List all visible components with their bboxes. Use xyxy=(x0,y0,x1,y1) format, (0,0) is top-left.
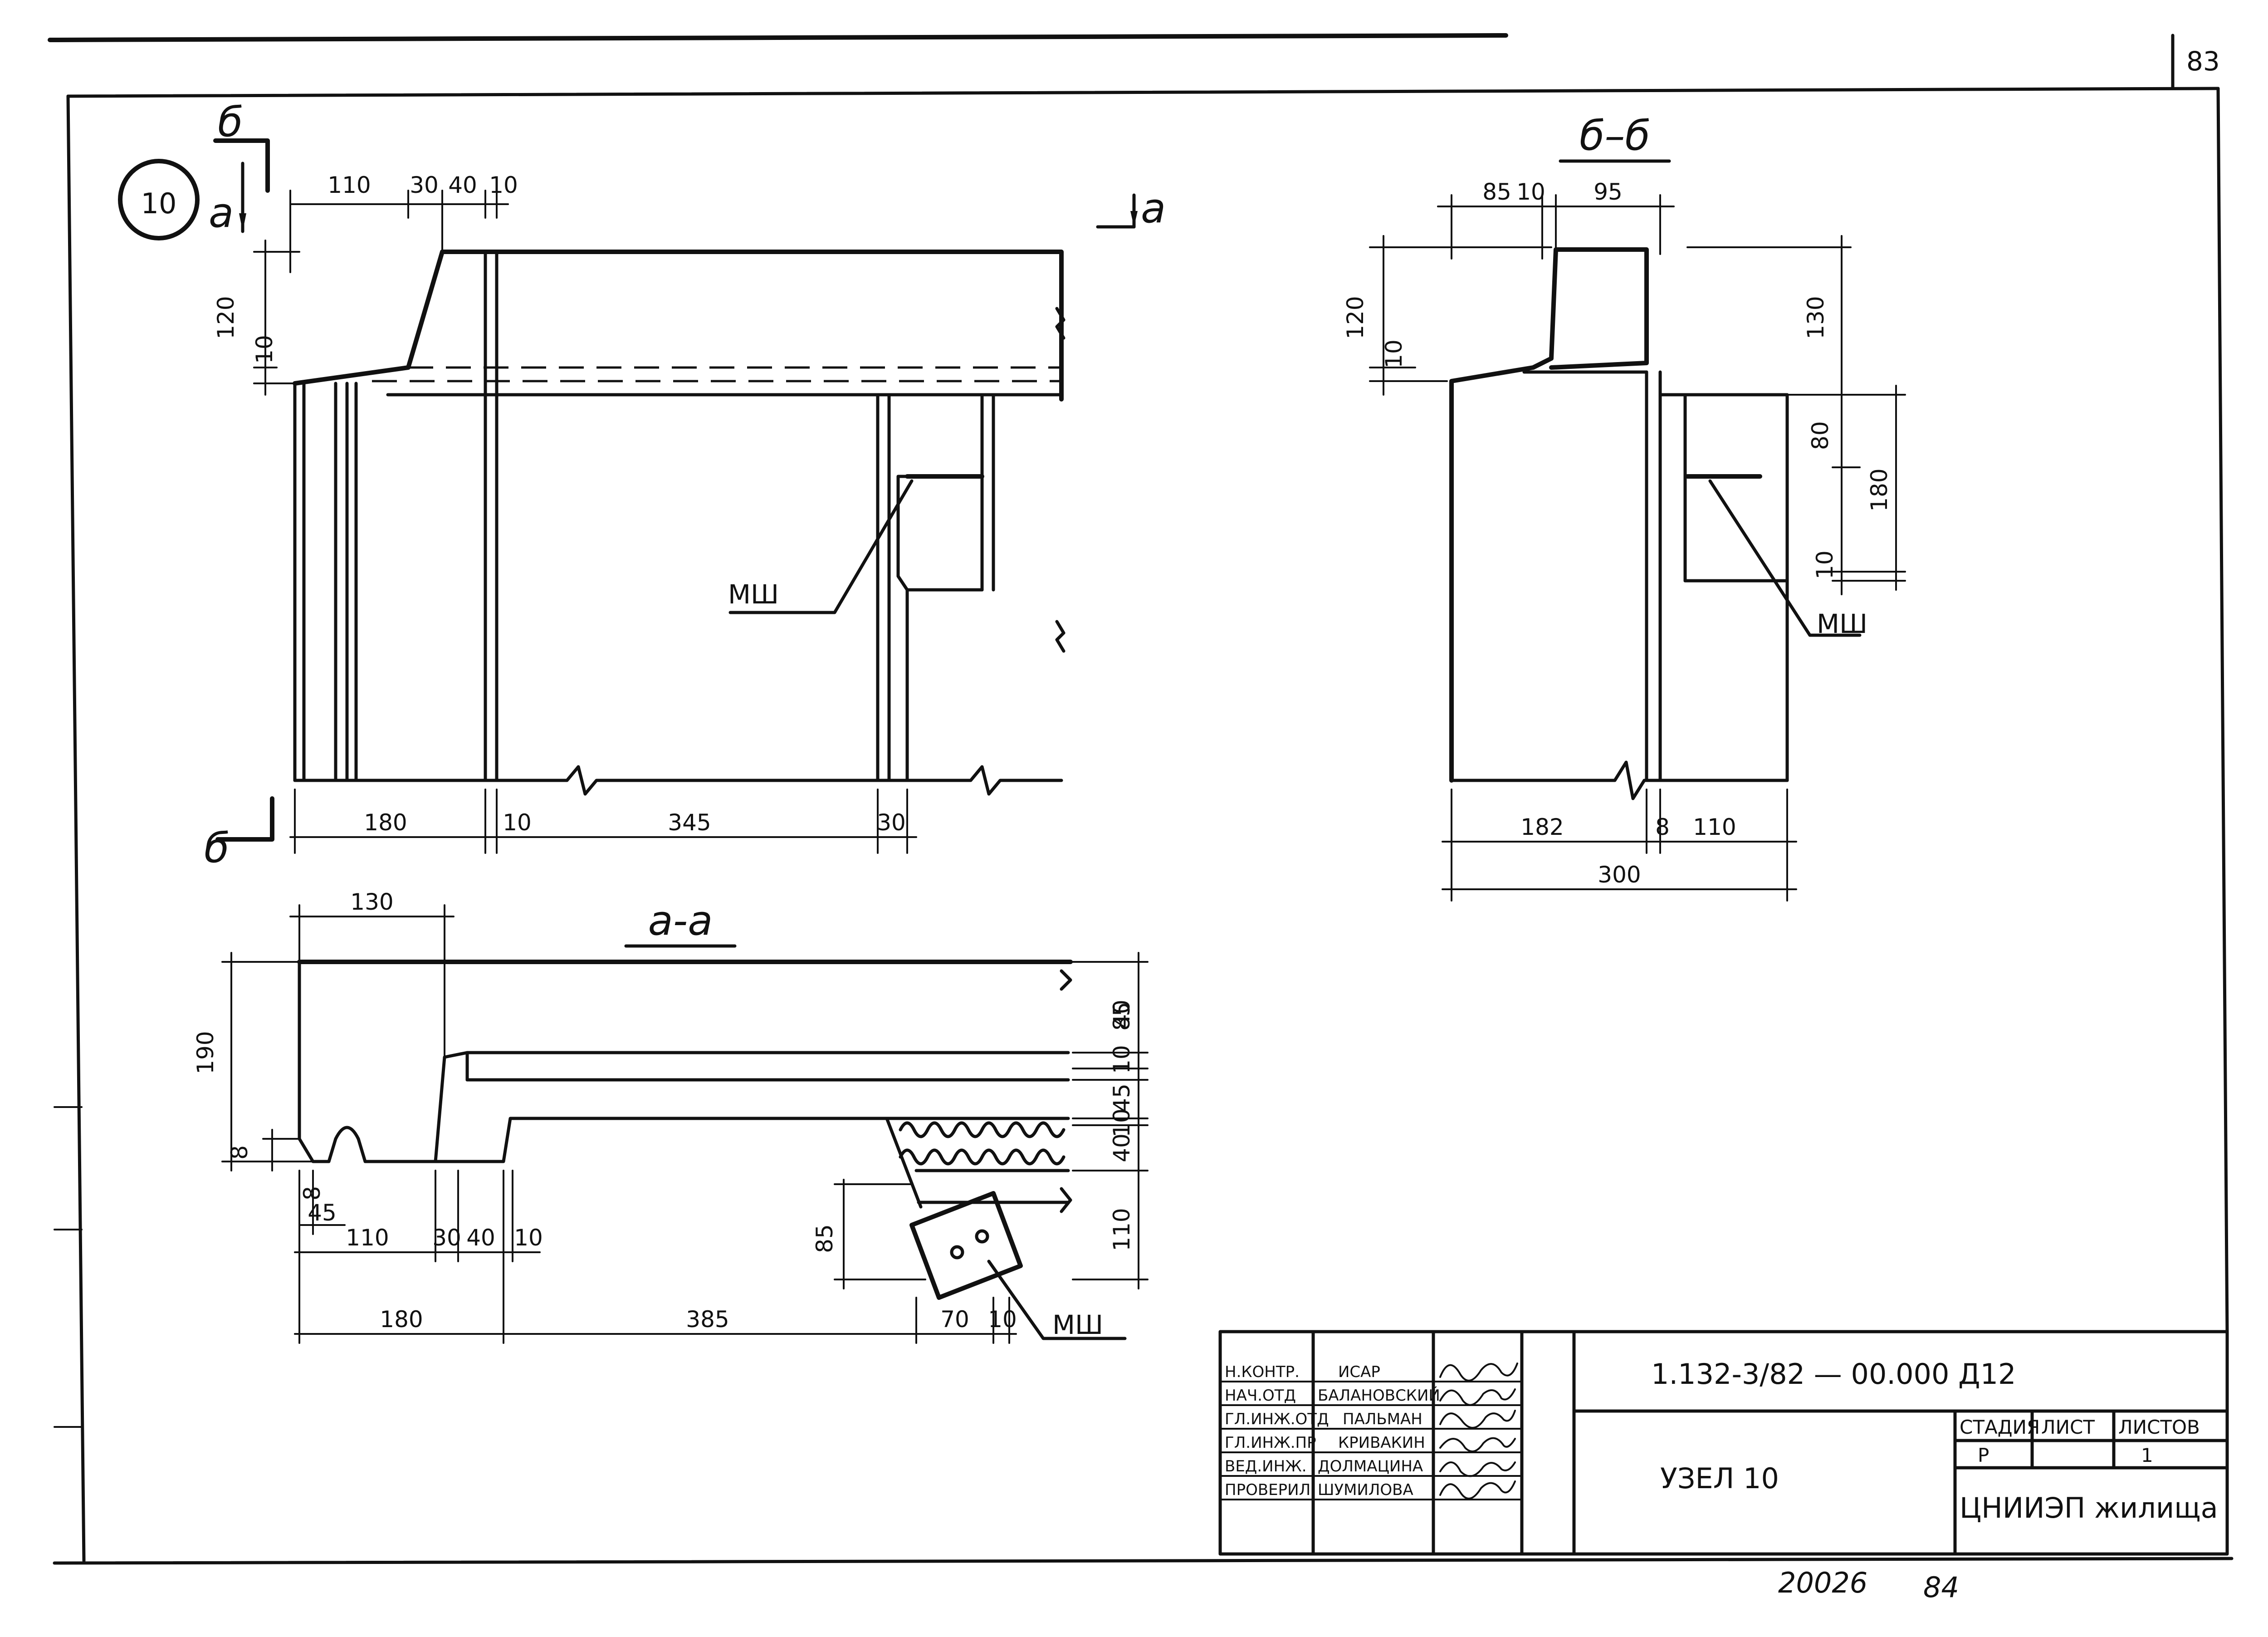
sheets-label: ЛИСТОВ xyxy=(2118,1416,2200,1438)
section-aa-dim-top-1: 130 xyxy=(350,889,393,915)
section-aa-dim-bottom-r1-2: 30 xyxy=(432,1225,461,1251)
sheets-value: 1 xyxy=(2141,1444,2153,1466)
section-aa-dim-right-2: 10 xyxy=(1109,1045,1135,1074)
elevation-dim-bottom-4: 30 xyxy=(877,809,906,836)
elevation-dim-left-1: 120 xyxy=(213,296,239,339)
section-aa-dim-right-4: 45 xyxy=(1109,1083,1135,1113)
bottom-number-2: 84 xyxy=(1923,1571,1959,1604)
section-aa-dim-bottom-r1-4: 10 xyxy=(514,1225,543,1251)
section-aa-dim-bottom-r2-1: 180 xyxy=(380,1306,423,1333)
elevation-dim-top-1: 110 xyxy=(327,172,371,198)
elevation-dim-bottom-1: 180 xyxy=(364,809,407,836)
title-block: Н.КОНТР. НАЧ.ОТД ГЛ.ИНЖ.ОТД ГЛ.ИНЖ.ПР ВЕ… xyxy=(1218,1330,2229,1556)
section-aa: а-а МШ 130 190 8 8 xyxy=(192,889,1149,1344)
section-bb-dim-top-3: 95 xyxy=(1593,179,1623,205)
sheet-title: УЗЕЛ 10 xyxy=(1660,1462,1779,1495)
section-bb-dim-top-1: 85 xyxy=(1482,179,1511,205)
title-role-6: ПРОВЕРИЛ xyxy=(1225,1481,1310,1499)
elevation-dim-top-4: 10 xyxy=(489,172,518,198)
section-bb-dim-bottom-4: 300 xyxy=(1598,862,1641,888)
sheet-label: ЛИСТ xyxy=(2041,1416,2095,1438)
stage-label: СТАДИЯ xyxy=(1960,1416,2040,1438)
title-name-3: ПАЛЬМАН xyxy=(1343,1410,1422,1428)
bottom-number-1: 20026 xyxy=(1778,1566,1867,1599)
title-role-4: ГЛ.ИНЖ.ПР xyxy=(1225,1434,1316,1452)
section-aa-dim-left-2: 8 xyxy=(226,1145,253,1160)
section-aa-dim-bottom-r1-3: 40 xyxy=(466,1225,495,1251)
title-role-1: Н.КОНТР. xyxy=(1225,1363,1300,1381)
node-marker-number: 10 xyxy=(141,187,177,220)
elevation-view: МШ б а а б 110 30 40 10 120 10 xyxy=(204,98,1166,872)
section-bb-title: б–б xyxy=(1579,112,1650,160)
elevation-dim-bottom-3: 345 xyxy=(668,809,711,836)
elevation-dim-top-3: 40 xyxy=(448,172,477,198)
section-bb-msh-label: МШ xyxy=(1817,608,1867,639)
section-aa-dim-left-4: 45 xyxy=(308,1200,337,1226)
elevation-cut-b-bottom: б xyxy=(204,824,230,872)
section-aa-dim-left-1: 190 xyxy=(192,1031,219,1074)
section-bb-dim-bottom-1: 182 xyxy=(1520,814,1564,840)
elevation-msh-label: МШ xyxy=(728,579,779,610)
page-number: 83 xyxy=(2186,46,2220,77)
title-name-1: ИСАР xyxy=(1338,1363,1380,1381)
section-aa-dim-right-7: 110 xyxy=(1109,1208,1135,1251)
section-bb-dim-bottom-2: 8 xyxy=(1655,814,1670,840)
elevation-cut-a-top: а xyxy=(209,189,234,237)
title-name-6: ШУМИЛОВА xyxy=(1318,1481,1413,1499)
section-aa-title: а-а xyxy=(648,897,713,945)
section-bb-dim-right-2: 80 xyxy=(1807,421,1833,450)
section-bb-dim-right-4: 10 xyxy=(1812,550,1838,579)
elevation-dim-bottom-2: 10 xyxy=(503,809,532,836)
elevation-cut-a-right: а xyxy=(1141,185,1166,232)
section-bb: б–б МШ 85 10 95 120 10 xyxy=(1342,112,1906,902)
section-bb-dim-right-1: 130 xyxy=(1803,296,1829,339)
section-aa-msh-label: МШ xyxy=(1052,1309,1103,1340)
section-aa-dim-right-6: 40 xyxy=(1109,1133,1135,1162)
section-aa-dim-bottom-r2-2: 385 xyxy=(686,1306,729,1333)
title-role-3: ГЛ.ИНЖ.ОТД xyxy=(1225,1410,1329,1428)
title-name-4: КРИВАКИН xyxy=(1338,1434,1425,1452)
elevation-cut-b-top: б xyxy=(218,98,243,146)
title-role-5: ВЕД.ИНЖ. xyxy=(1225,1457,1307,1475)
document-code: 1.132-3/82 — 00.000 Д12 xyxy=(1651,1358,2016,1391)
section-aa-dim-right-3: 40 xyxy=(1109,1000,1135,1029)
title-name-5: ДОЛМАЦИНА xyxy=(1318,1457,1423,1475)
section-bb-dim-right-3: 180 xyxy=(1866,468,1892,511)
section-bb-dim-left-2: 10 xyxy=(1381,339,1407,368)
section-aa-dim-bottom-r2-4: 10 xyxy=(988,1306,1017,1333)
elevation-dim-left-2: 10 xyxy=(251,335,278,364)
stage-value: Р xyxy=(1978,1444,1989,1466)
section-aa-dim-bottom-r2-3: 70 xyxy=(940,1306,969,1333)
elevation-dim-top-2: 30 xyxy=(410,172,439,198)
title-name-2: БАЛАНОВСКИЙ xyxy=(1318,1386,1440,1405)
section-bb-dim-left-1: 120 xyxy=(1342,296,1369,339)
organization: ЦНИИЭП жилища xyxy=(1960,1491,2218,1524)
section-bb-dim-bottom-3: 110 xyxy=(1693,814,1736,840)
sheet-frame: 83 xyxy=(48,33,2234,1565)
section-aa-dim-left-5: 85 xyxy=(811,1224,838,1253)
section-aa-dim-right-5: 10 xyxy=(1109,1108,1135,1137)
node-marker: 10 xyxy=(118,159,200,240)
section-aa-dim-bottom-r1-1: 110 xyxy=(346,1225,389,1251)
signatures xyxy=(1439,1363,1518,1500)
section-aa-dim-right-1: 85 xyxy=(1109,1002,1135,1031)
section-bb-dim-top-2: 10 xyxy=(1516,179,1545,205)
title-role-2: НАЧ.ОТД xyxy=(1225,1387,1296,1405)
